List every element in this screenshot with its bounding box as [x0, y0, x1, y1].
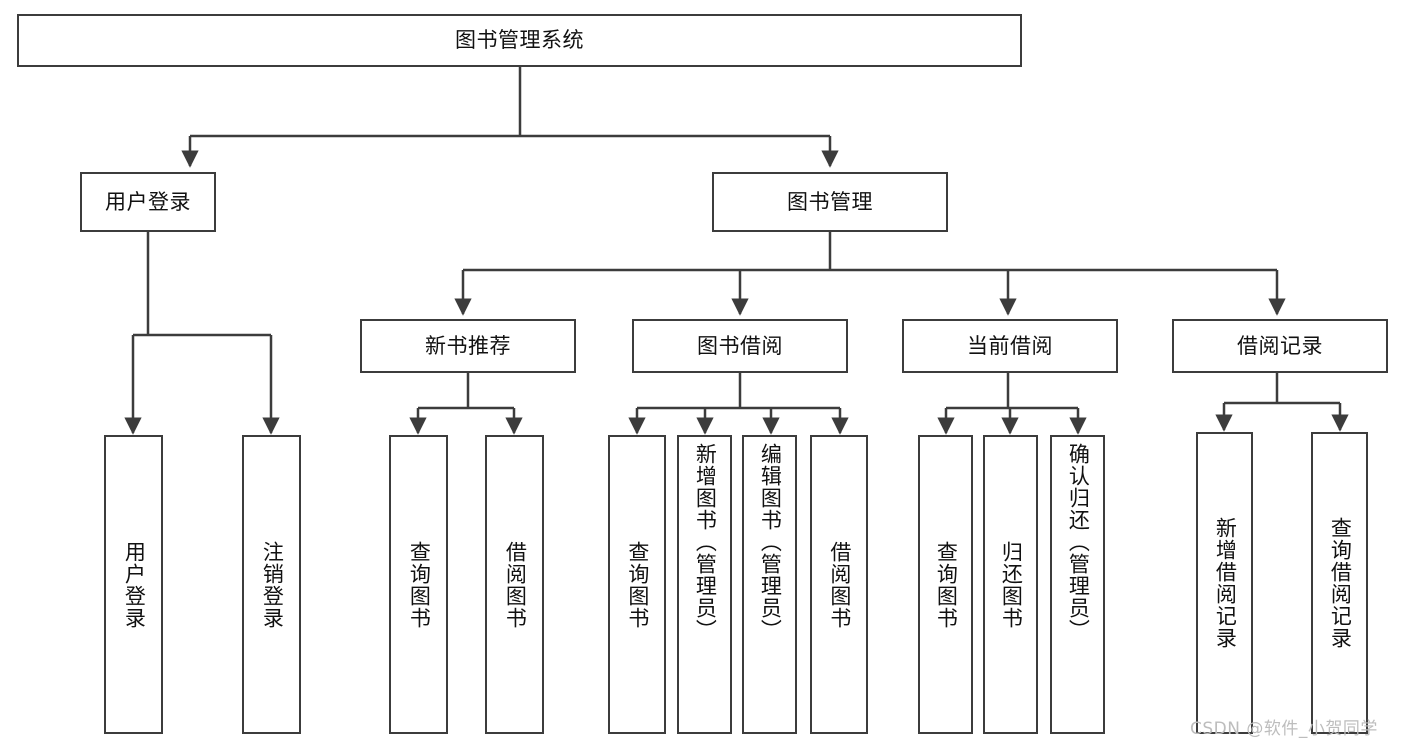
- node-label: 查询图书: [407, 540, 432, 629]
- node-label: 图书借阅: [697, 333, 783, 358]
- node-label: 查询图书: [625, 540, 650, 629]
- node-label: 借阅记录: [1237, 333, 1323, 358]
- node-label: 新增图书（管理员）: [693, 443, 718, 641]
- leaf-new-book-query[interactable]: 查询图书: [389, 435, 448, 734]
- node-label: 用户登录: [122, 540, 147, 629]
- leaf-borrow-record-add[interactable]: 新增借阅记录: [1196, 432, 1253, 734]
- node-label: 查询图书: [934, 540, 959, 629]
- leaf-borrow-record-query[interactable]: 查询借阅记录: [1311, 432, 1368, 734]
- node-label: 图书管理: [787, 189, 873, 214]
- node-label: 注销登录: [260, 540, 285, 629]
- leaf-user-login-signin[interactable]: 用户登录: [104, 435, 163, 734]
- leaf-current-borrow-confirm-return[interactable]: 确认归还（管理员）: [1050, 435, 1105, 734]
- node-label: 确认归还（管理员）: [1066, 443, 1091, 641]
- node-label: 查询借阅记录: [1328, 517, 1353, 649]
- node-label: 借阅图书: [503, 540, 528, 629]
- node-label: 当前借阅: [967, 333, 1053, 358]
- leaf-new-book-borrow[interactable]: 借阅图书: [485, 435, 544, 734]
- node-current-borrow[interactable]: 当前借阅: [902, 319, 1118, 373]
- node-label: 新书推荐: [425, 333, 511, 358]
- node-label: 图书管理系统: [455, 28, 584, 53]
- node-book-management[interactable]: 图书管理: [712, 172, 948, 232]
- node-label: 用户登录: [105, 189, 191, 214]
- leaf-current-borrow-query[interactable]: 查询图书: [918, 435, 973, 734]
- csdn-watermark: CSDN @软件_小贺同学: [1190, 719, 1378, 739]
- leaf-user-login-signout[interactable]: 注销登录: [242, 435, 301, 734]
- node-user-login[interactable]: 用户登录: [80, 172, 216, 232]
- node-label: 新增借阅记录: [1213, 517, 1238, 649]
- leaf-current-borrow-return[interactable]: 归还图书: [983, 435, 1038, 734]
- leaf-book-borrow-edit[interactable]: 编辑图书（管理员）: [742, 435, 797, 734]
- leaf-book-borrow-borrow[interactable]: 借阅图书: [810, 435, 868, 734]
- leaf-book-borrow-add[interactable]: 新增图书（管理员）: [677, 435, 732, 734]
- node-borrow-record[interactable]: 借阅记录: [1172, 319, 1388, 373]
- node-label: 归还图书: [999, 540, 1024, 629]
- node-label: 编辑图书（管理员）: [758, 443, 783, 641]
- node-book-borrow[interactable]: 图书借阅: [632, 319, 848, 373]
- node-root-book-management-system[interactable]: 图书管理系统: [17, 14, 1022, 67]
- leaf-book-borrow-query[interactable]: 查询图书: [608, 435, 666, 734]
- node-new-book-recommend[interactable]: 新书推荐: [360, 319, 576, 373]
- node-label: 借阅图书: [827, 540, 852, 629]
